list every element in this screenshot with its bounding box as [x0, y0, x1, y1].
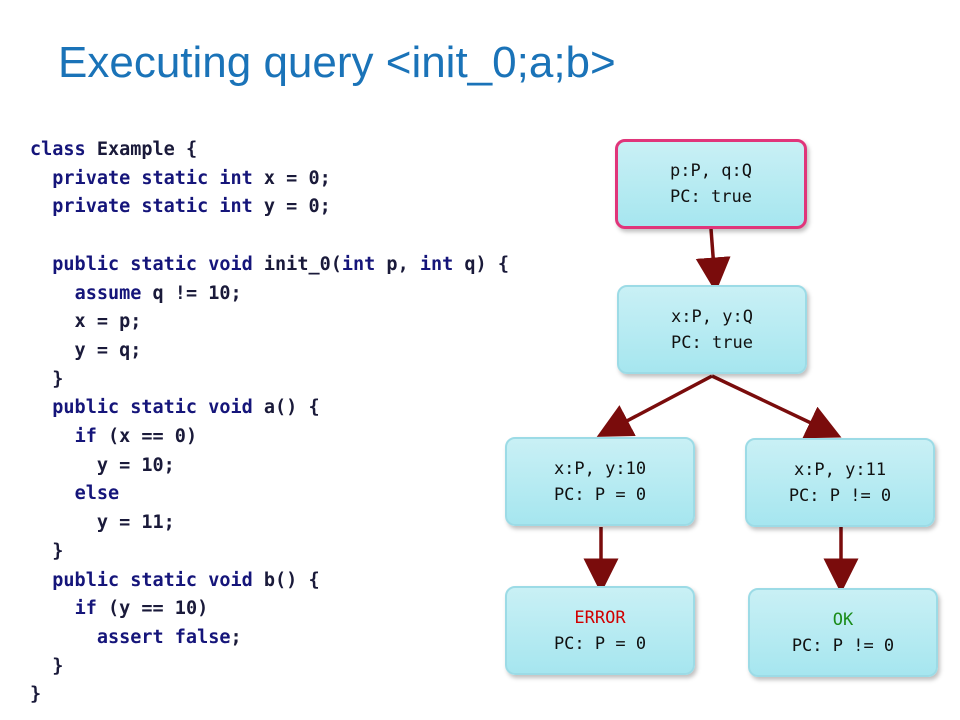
code-text: q != 10; — [141, 282, 242, 304]
node-vars: x:P, y:Q — [671, 306, 753, 327]
code-text: Example { — [85, 139, 198, 160]
code-text: y = 10; — [30, 454, 175, 476]
code-keyword: if — [74, 598, 97, 620]
node-pc: PC: true — [671, 332, 753, 353]
code-line: y = 10; — [30, 452, 509, 481]
code-text: a() { — [252, 397, 320, 419]
code-keyword: assert — [96, 626, 164, 648]
node-vars: x:P, y:11 — [793, 459, 887, 480]
code-keyword: if — [74, 426, 97, 448]
code-line: } — [30, 538, 509, 567]
code-line: y = 11; — [30, 509, 509, 538]
code-line: class Example { — [30, 136, 509, 165]
code-text: } — [30, 684, 42, 706]
state-node-branch-then: x:P, y:10 PC: P = 0 — [505, 437, 695, 526]
code-text: (y == 10) — [96, 598, 209, 620]
node-pc: PC: true — [670, 187, 752, 207]
code-keyword: else — [74, 483, 120, 505]
code-line: if (x == 0) — [30, 423, 509, 452]
state-node-branch-else: x:P, y:11 PC: P != 0 — [745, 438, 935, 527]
arrow-n1-n2 — [695, 228, 731, 293]
code-text: y = 11; — [30, 512, 175, 534]
error-label: ERROR — [574, 607, 626, 628]
state-node-ok: OK PC: P != 0 — [748, 588, 938, 677]
code-line: x = p; — [30, 308, 509, 337]
code-text: (x == 0) — [96, 426, 198, 448]
arrow-n2-n4 — [711, 374, 842, 439]
code-text: p, — [375, 253, 420, 275]
ok-label: OK — [832, 609, 854, 630]
code-keyword: class — [30, 139, 86, 160]
code-text: b() { — [252, 569, 320, 591]
code-text: } — [30, 655, 64, 677]
slide-title: Executing query <init_0;a;b> — [58, 38, 616, 87]
code-line: else — [30, 480, 509, 509]
code-text: q) { — [453, 253, 509, 275]
state-node-after-init: x:P, y:Q PC: true — [617, 285, 807, 374]
node-vars: x:P, y:10 — [553, 458, 647, 479]
code-keyword: private static int — [52, 167, 253, 189]
code-line: if (y == 10) — [30, 595, 509, 624]
code-text: x = 0; — [252, 167, 331, 189]
code-line: assume q != 10; — [30, 280, 509, 309]
code-line: y = q; — [30, 337, 509, 366]
arrow-n2-n3 — [596, 374, 713, 437]
code-keyword: public static void — [52, 397, 253, 419]
state-node-initial: p:P, q:Q PC: true — [615, 139, 807, 229]
state-node-error: ERROR PC: P = 0 — [505, 586, 695, 675]
code-text: y = q; — [30, 339, 142, 361]
code-keyword: public static void — [52, 569, 253, 591]
code-listing: class Example { private static int x = 0… — [30, 136, 509, 710]
code-line: assert false; — [30, 624, 509, 653]
node-vars: p:P, q:Q — [670, 161, 752, 181]
code-text: } — [30, 540, 64, 562]
code-keyword: false — [174, 626, 231, 648]
code-text: } — [30, 368, 64, 390]
code-line: private static int x = 0; — [30, 165, 509, 194]
node-pc: PC: P != 0 — [788, 485, 892, 506]
code-line: } — [30, 681, 509, 710]
code-keyword: int — [341, 253, 376, 275]
code-keyword: public static void — [52, 253, 253, 275]
code-text: x = p; — [30, 311, 142, 333]
node-pc: PC: P = 0 — [553, 484, 647, 505]
code-text: init_0( — [252, 253, 342, 275]
code-line: private static int y = 0; — [30, 193, 509, 222]
code-line: public static void a() { — [30, 394, 509, 423]
code-line: } — [30, 653, 509, 682]
code-line: } — [30, 366, 509, 395]
node-pc: PC: P = 0 — [553, 633, 647, 654]
code-line: public static void b() { — [30, 567, 509, 596]
code-text: ; — [230, 626, 242, 648]
code-keyword: assume — [74, 282, 142, 304]
code-text: y = 0; — [252, 196, 331, 218]
code-keyword: int — [419, 253, 454, 275]
code-keyword: private static int — [52, 196, 253, 218]
node-pc: PC: P != 0 — [791, 635, 895, 656]
code-line: public static void init_0(int p, int q) … — [30, 251, 509, 280]
